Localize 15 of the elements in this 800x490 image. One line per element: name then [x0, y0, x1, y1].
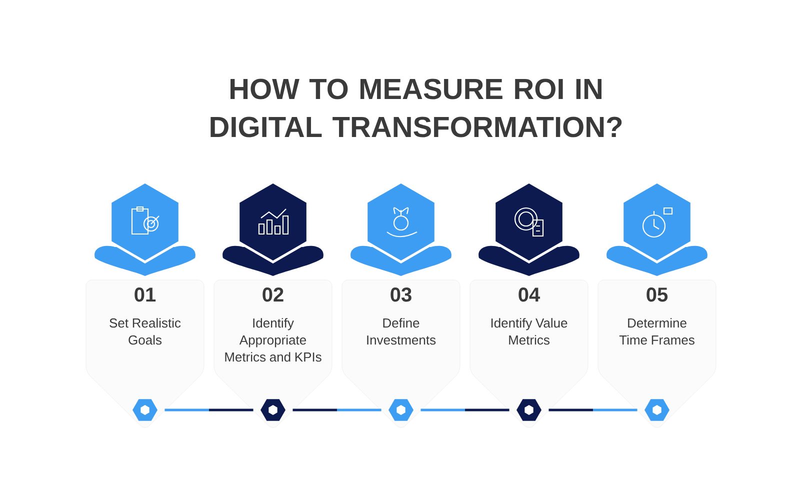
connector-line: [420, 408, 510, 412]
hexagon-marker: [132, 399, 158, 421]
step-card: 01 Set Realistic Goals: [86, 280, 204, 428]
title: HOW TO MEASURE ROI IN DIGITAL TRANSFORMATION?: [210, 78, 622, 138]
connector-line: [292, 408, 382, 412]
hexagon-marker: [644, 399, 670, 421]
step-card: 02 Identify Appropriate Metrics and KPIs: [214, 280, 332, 428]
step-card: 04 Identify Value Metrics: [470, 280, 588, 428]
hexagon-marker: [516, 399, 542, 421]
step-card: 05 Determine Time Frames: [598, 280, 716, 428]
hexagon-marker: [260, 399, 286, 421]
hexagon-marker: [388, 399, 414, 421]
step-card: 03 Define Investments: [342, 280, 460, 428]
connector-line: [164, 408, 254, 412]
connector-line: [548, 408, 638, 412]
